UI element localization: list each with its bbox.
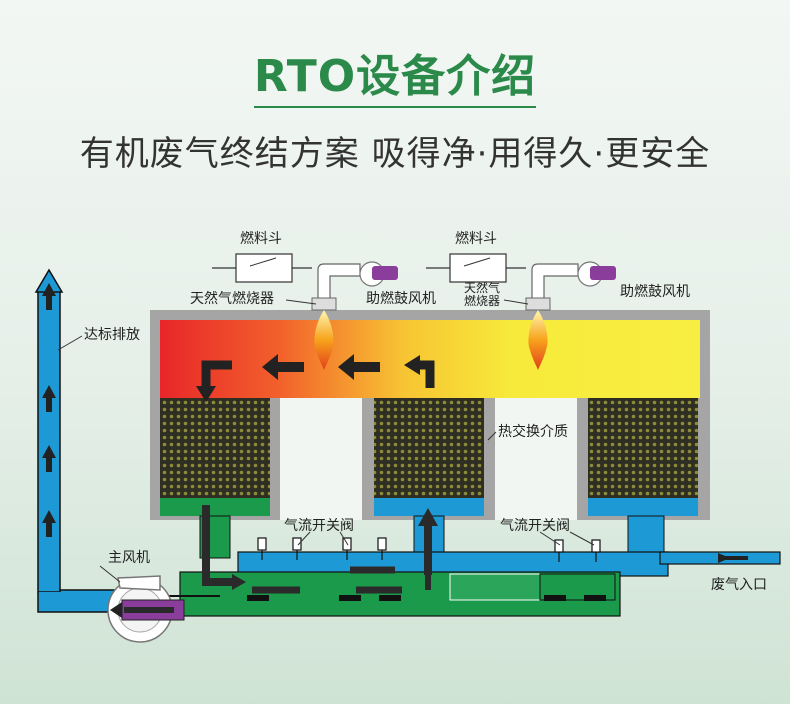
- arrow-icon: [42, 283, 56, 537]
- label-fuel-hopper-2: 燃料斗: [455, 231, 497, 247]
- fan-icon: [107, 575, 185, 643]
- bottom-ducts: [150, 505, 781, 617]
- burner-unit-2: [426, 253, 616, 370]
- label-inlet: 废气入口: [711, 577, 767, 593]
- label-blower-2: 助燃鼓风机: [620, 284, 690, 300]
- arrow-icon: [196, 354, 435, 402]
- label-fuel-hopper-1: 燃料斗: [240, 231, 282, 247]
- label-burner-2: 天然气 燃烧器: [460, 282, 504, 308]
- label-valve-1: 气流开关阀: [284, 518, 354, 534]
- label-exhaust: 达标排放: [84, 327, 140, 343]
- label-main-fan: 主风机: [108, 550, 150, 566]
- flame-icon: [314, 310, 334, 370]
- arrow-icon: [150, 505, 438, 597]
- exhaust-stack: [34, 268, 119, 613]
- label-heat-media: 热交换介质: [498, 424, 568, 440]
- page-title: RTO设备介绍: [0, 40, 790, 108]
- label-blower-1: 助燃鼓风机: [366, 291, 436, 307]
- flame-icon: [528, 310, 548, 370]
- label-valve-2: 气流开关阀: [500, 518, 570, 534]
- heat-exchange-media: [160, 398, 698, 516]
- label-burner-1: 天然气燃烧器: [190, 291, 274, 307]
- label-burner-2-line2: 燃烧器: [463, 294, 500, 308]
- arrow-icon: [718, 553, 748, 563]
- page-subtitle: 有机废气终结方案 吸得净·用得久·更安全: [79, 134, 711, 174]
- burner-unit-1: [212, 253, 398, 370]
- leader-lines: [57, 299, 595, 583]
- page-title-text: RTO设备介绍: [253, 40, 537, 108]
- label-burner-2-line1: 天然气: [463, 281, 500, 295]
